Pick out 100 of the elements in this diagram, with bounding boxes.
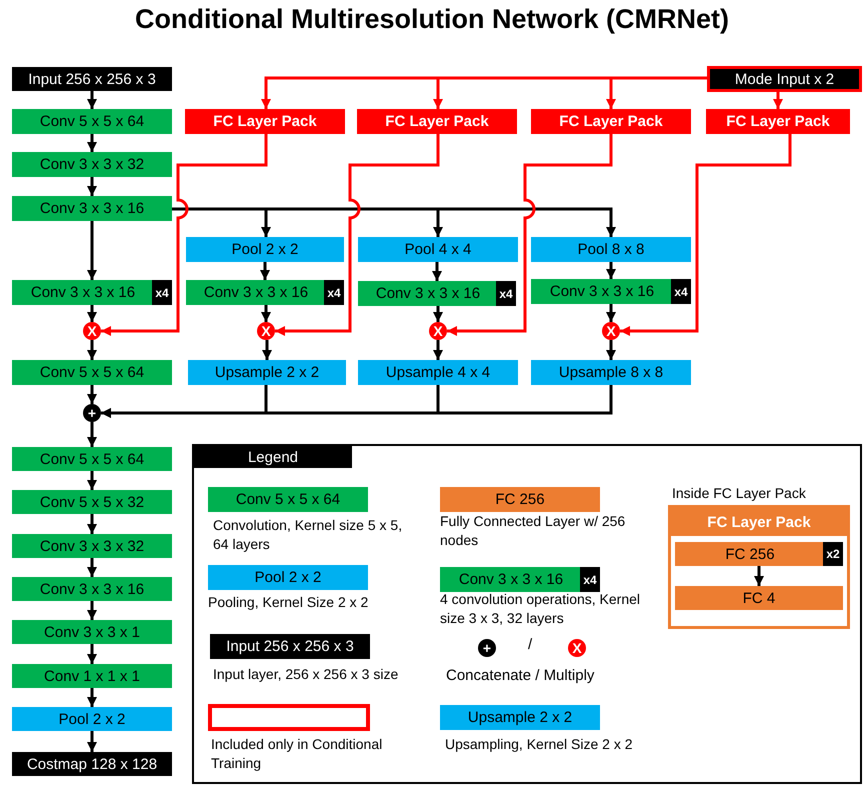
arrow: [87, 385, 97, 404]
layer-box: [186, 237, 344, 262]
layer-label: Mode Input x 2: [734, 70, 834, 88]
panel-header-box: [671, 508, 847, 536]
conv-layer-box: [12, 280, 172, 305]
layer-label: Upsample 2 x 2: [214, 364, 320, 381]
layer-label: FC Layer Pack: [213, 113, 317, 130]
outline-box: [208, 704, 370, 731]
arrow: [101, 134, 268, 336]
description-text: Pooling, Kernel Size 2 x 2: [208, 593, 370, 612]
layer-label: Conv 3 x 3 x 16: [204, 284, 310, 301]
conv-layer-box: [12, 620, 172, 644]
fc-layer-box: [440, 487, 600, 512]
layer-label: Conv 3 x 3 x 16: [30, 284, 136, 301]
conv-layer-box: [440, 567, 600, 592]
arrow: [275, 134, 440, 336]
conv-layer-box: [208, 487, 368, 512]
multiply-circle: [257, 322, 275, 340]
layer-label: Conv 3 x 3 x 16: [40, 580, 144, 598]
arrow: [773, 92, 783, 109]
layer-label: Conv 5 x 5 x 32: [40, 494, 144, 510]
repeat-tag: x4: [496, 281, 516, 306]
layer-label: Upsample 4 x 4: [386, 364, 490, 381]
layer-label: Input 256 x 256 x 3: [28, 70, 156, 88]
layer-label: Conv 3 x 3 x 32: [40, 538, 144, 554]
description-text: Included only in Conditional Training: [211, 735, 384, 773]
panel-heading: Inside FC Layer Pack: [672, 485, 806, 501]
repeat-tag: x2: [823, 542, 843, 566]
repeat-tag: x4: [671, 279, 691, 304]
arrow: [262, 340, 272, 360]
layer-label: Conv 5 x 5 x 64: [40, 364, 144, 381]
description-text: Input layer, 256 x 256 x 3 size: [213, 665, 400, 684]
arrow: [754, 566, 764, 586]
arrow: [606, 76, 707, 109]
conv-layer-box: [12, 577, 172, 601]
layer-label: Pool 2 x 2: [254, 569, 322, 586]
layer-label: Input 256 x 256 x 3: [226, 638, 354, 655]
concatenate-circle: [83, 404, 101, 422]
layer-label: Conv 3 x 3 x 16: [550, 283, 656, 300]
multiply-circle: [83, 322, 101, 340]
layer-label: Conv 3 x 3 x 16: [376, 285, 482, 302]
layer-box: [358, 360, 518, 385]
layer-label: FC Layer Pack: [385, 113, 489, 130]
arrow: [87, 177, 97, 196]
conv-layer-box: [12, 360, 172, 385]
arrow: [433, 306, 443, 322]
layer-label: Pool 2 x 2: [58, 710, 126, 728]
arrow: [606, 340, 616, 360]
operator-symbol: X: [572, 640, 582, 656]
diagram-title: Conditional Multiresolution Network (CMRNet): [134, 4, 730, 35]
layer-label: Upsample 2 x 2: [468, 709, 572, 726]
conv-layer-box: [358, 281, 516, 306]
arrow: [87, 340, 97, 360]
layer-label: FC Layer Pack: [707, 514, 811, 530]
layer-box: [531, 237, 691, 262]
operator-symbol: X: [606, 323, 616, 339]
operator-symbol: X: [87, 323, 97, 339]
arrow: [87, 305, 97, 322]
arrow: [432, 262, 442, 281]
description-text: Upsampling, Kernel Size 2 x 2: [445, 735, 634, 754]
multiply-circle: [568, 639, 586, 657]
conv-layer-box: [12, 152, 172, 177]
input-layer-box: [210, 634, 370, 659]
layer-label: Conv 5 x 5 x 64: [40, 450, 144, 468]
arrow: [87, 644, 97, 664]
arrow: [87, 91, 97, 109]
fc-layer-pack-box: [357, 109, 517, 134]
description-text: 4 convolution operations, Kernel size 3 x 3, 32 layers: [440, 590, 642, 628]
multiply-circle: [602, 322, 620, 340]
conv-layer-box: [12, 534, 172, 558]
description-text: Convolution, Kernel size 5 x 5, 64 layers: [213, 516, 404, 554]
arrow: [87, 471, 97, 490]
multiply-circle: [429, 322, 447, 340]
legend-title: Legend: [194, 446, 352, 468]
layer-label: Conv 5 x 5 x 64: [236, 491, 340, 508]
layer-label: Pool 2 x 2: [232, 241, 298, 258]
description-text: Fully Connected Layer w/ 256 nodes: [440, 512, 626, 550]
layer-label: Conv 3 x 3 x 1: [44, 624, 140, 640]
layer-label: FC Layer Pack: [559, 113, 663, 130]
operator-symbol: X: [433, 323, 443, 339]
arrow: [606, 262, 616, 279]
concatenate-circle: [478, 639, 496, 657]
arrow: [433, 340, 443, 360]
conv-layer-box: [12, 664, 172, 688]
mode-input-box: [707, 66, 862, 92]
arrow: [87, 422, 97, 447]
arrow: [447, 134, 612, 336]
arrow: [87, 221, 97, 280]
arrow: [101, 385, 612, 418]
legend-panel: [192, 444, 862, 784]
layer-label: Conv 5 x 5 x 64: [40, 113, 144, 130]
conv-layer-box: [531, 279, 691, 304]
arrow: [606, 304, 616, 322]
layer-box: [440, 705, 600, 730]
layer-label: Pool 8 x 8: [578, 241, 644, 258]
arrow: [620, 134, 792, 336]
layer-label: Conv 1 x 1 x 1: [44, 668, 140, 684]
layer-box: [531, 360, 691, 385]
conv-layer-box: [12, 447, 172, 471]
conv-layer-box: [12, 490, 172, 514]
